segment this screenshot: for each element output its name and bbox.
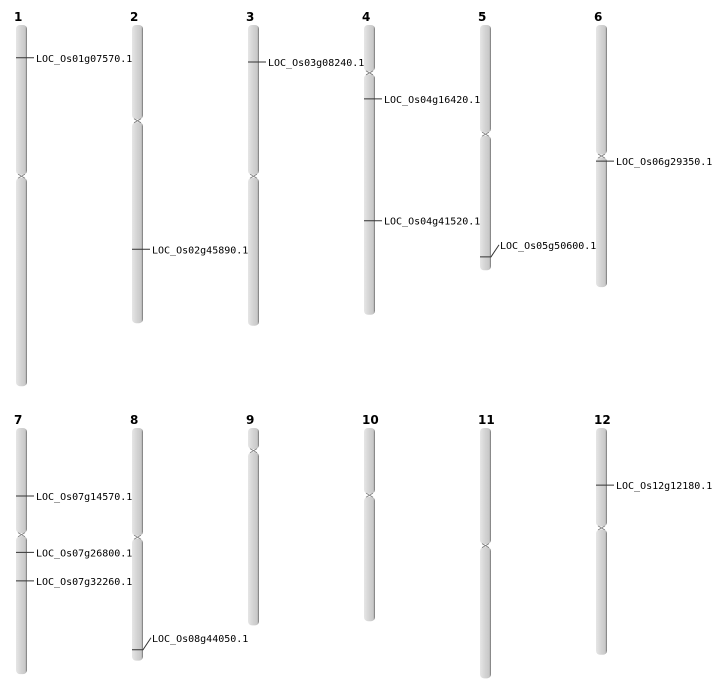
long-arm — [596, 529, 607, 655]
short-arm — [16, 428, 27, 534]
gene-marker: LOC_Os01g07570.1 — [16, 54, 132, 65]
long-arm — [364, 496, 375, 622]
short-arm — [132, 428, 143, 536]
chromosome-number: 7 — [14, 413, 22, 427]
chromosome-number: 5 — [478, 10, 486, 24]
long-arm — [364, 74, 375, 315]
marker-line — [132, 637, 152, 651]
gene-marker: LOC_Os06g29350.1 — [596, 157, 712, 168]
long-arm — [480, 547, 491, 679]
gene-marker: LOC_Os07g32260.1 — [16, 577, 132, 588]
gene-marker: LOC_Os04g16420.1 — [364, 95, 480, 106]
chromosome-number: 12 — [594, 413, 611, 427]
gene-label: LOC_Os05g50600.1 — [500, 241, 596, 252]
centromere — [249, 173, 258, 179]
long-arm — [480, 135, 491, 271]
gene-label: LOC_Os04g16420.1 — [384, 95, 480, 106]
centromere — [17, 532, 26, 538]
centromere — [481, 131, 490, 137]
gene-label: LOC_Os04g41520.1 — [384, 217, 480, 228]
short-arm — [596, 428, 607, 527]
gene-label: LOC_Os08g44050.1 — [152, 634, 248, 645]
centromere — [133, 118, 142, 124]
centromere — [249, 448, 258, 454]
centromere — [481, 543, 490, 548]
short-arm — [364, 428, 375, 494]
chromosome-10: 10 — [362, 413, 379, 622]
long-arm — [16, 177, 27, 387]
gene-marker: LOC_Os02g45890.1 — [132, 245, 248, 256]
gene-label: LOC_Os07g32260.1 — [36, 577, 132, 588]
gene-label: LOC_Os12g12180.1 — [616, 481, 712, 492]
centromere — [365, 70, 374, 76]
chromosome-9: 9 — [246, 413, 259, 626]
chromosome-11: 11 — [478, 413, 495, 679]
chromosome-number: 9 — [246, 413, 254, 427]
gene-marker: LOC_Os12g12180.1 — [596, 481, 712, 492]
gene-marker: LOC_Os05g50600.1 — [480, 241, 596, 258]
gene-label: LOC_Os02g45890.1 — [152, 245, 248, 256]
short-arm — [248, 25, 259, 175]
chromosome-number: 4 — [362, 10, 370, 24]
long-arm — [16, 536, 27, 675]
chromosome-7: 7LOC_Os07g14570.1LOC_Os07g26800.1LOC_Os0… — [14, 413, 132, 675]
chromosome-number: 8 — [130, 413, 138, 427]
chromosome-number: 2 — [130, 10, 138, 24]
short-arm — [480, 25, 491, 133]
gene-marker: LOC_Os07g26800.1 — [16, 548, 132, 559]
centromere — [17, 173, 26, 179]
gene-label: LOC_Os07g26800.1 — [36, 548, 132, 559]
centromere — [597, 525, 606, 531]
gene-label: LOC_Os01g07570.1 — [36, 54, 132, 65]
long-arm — [132, 122, 143, 324]
long-arm — [132, 538, 143, 661]
chromosome-number: 10 — [362, 413, 379, 427]
centromere — [597, 153, 606, 159]
gene-label: LOC_Os07g14570.1 — [36, 492, 132, 503]
centromere — [365, 492, 374, 498]
short-arm — [364, 25, 375, 72]
gene-label: LOC_Os03g08240.1 — [268, 58, 364, 69]
centromere — [133, 534, 142, 540]
short-arm — [132, 25, 143, 120]
marker-line — [480, 244, 500, 258]
chromosome-number: 3 — [246, 10, 254, 24]
chromosome-number: 6 — [594, 10, 602, 24]
long-arm — [248, 452, 259, 626]
gene-marker: LOC_Os08g44050.1 — [132, 634, 248, 651]
short-arm — [596, 25, 607, 155]
gene-marker: LOC_Os07g14570.1 — [16, 492, 132, 503]
gene-marker: LOC_Os03g08240.1 — [248, 58, 364, 69]
short-arm — [480, 428, 491, 545]
long-arm — [596, 157, 607, 288]
short-arm — [16, 25, 27, 175]
gene-marker: LOC_Os04g41520.1 — [364, 217, 480, 228]
gene-label: LOC_Os06g29350.1 — [616, 157, 712, 168]
chromosome-number: 11 — [478, 413, 495, 427]
long-arm — [248, 177, 259, 326]
chromosome-number: 1 — [14, 10, 22, 24]
short-arm — [248, 428, 259, 450]
